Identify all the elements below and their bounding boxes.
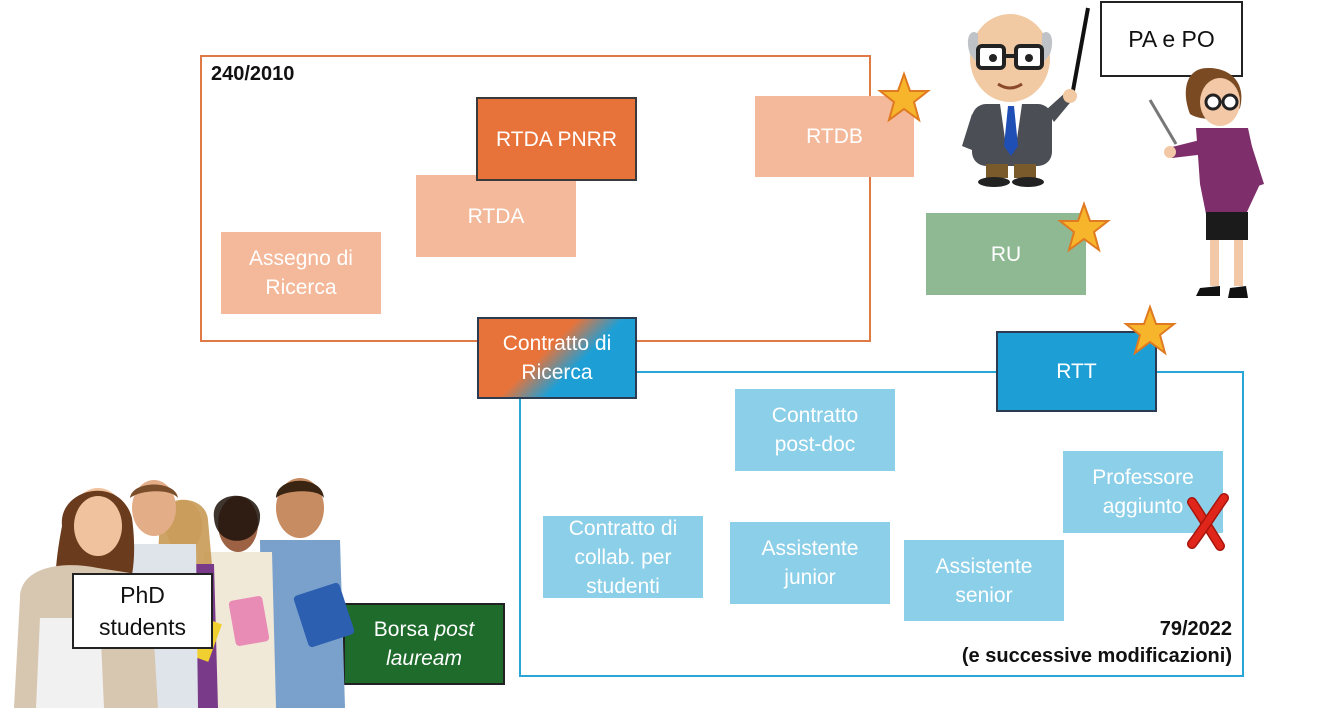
borsa-prefix: Borsa (373, 618, 435, 641)
contratto-ricerca-box: Contratto di Ricerca (477, 317, 637, 399)
male-professor-illustration (962, 7, 1090, 187)
assistente-senior-box: Assistente senior (904, 540, 1064, 621)
assegno-line1: Assegno di (249, 247, 353, 270)
rtda-pnrr-label: RTDA PNRR (496, 127, 617, 151)
law-79-note: (e successive modificazioni) (961, 645, 1232, 667)
rtdb-label: RTDB (806, 125, 863, 148)
postdoc-line1: Contratto (771, 404, 859, 427)
borsa-italic2: lauream (386, 647, 462, 670)
senior-line2: senior (955, 583, 1013, 607)
junior-line1: Assistente (761, 537, 859, 560)
prof-aggiunto-line2: aggiunto (1102, 495, 1184, 518)
collab-line3: studenti (586, 574, 660, 598)
contratto-postdoc-box: Contratto post-doc (735, 389, 895, 471)
phd-students-callout: PhD students (72, 573, 213, 649)
borsa-post-lauream-box: Borsa post lauream (343, 603, 505, 685)
ru-label: RU (990, 242, 1022, 266)
assegno-line2: Ricerca (265, 276, 337, 299)
pa-po-callout: PA e PO (1100, 1, 1243, 77)
rtda-box: RTDA (416, 175, 576, 257)
collab-line1: Contratto di (568, 516, 678, 540)
pa-po-label: PA e PO (1128, 26, 1215, 52)
cross-icon (1187, 493, 1229, 551)
borsa-line1: Borsa post (374, 615, 474, 644)
contratto-ricerca-line2: Ricerca (521, 361, 593, 384)
law-79-frame (519, 371, 1244, 677)
rtdb-box: RTDB (755, 96, 914, 177)
assistente-junior-box: Assistente junior (730, 522, 890, 604)
female-professor-illustration (1148, 68, 1264, 298)
prof-aggiunto-line1: Professore (1092, 466, 1194, 489)
law-240-label: 240/2010 (211, 63, 295, 85)
phd-line1: PhD (120, 582, 165, 608)
star-icon-ru (1057, 200, 1111, 253)
contratto-collab-box: Contratto di collab. per studenti (543, 516, 703, 598)
law-79-number: 79/2022 (1159, 618, 1232, 640)
ru-box: RU (926, 213, 1086, 295)
rtt-box: RTT (996, 331, 1157, 412)
junior-line2: junior (784, 566, 836, 589)
rtt-label: RTT (1056, 360, 1097, 383)
law-79-label: 79/2022 (e successive modificazioni) (962, 616, 1232, 670)
collab-line2: collab. per (574, 545, 672, 569)
rtda-label: RTDA (467, 204, 525, 228)
senior-line1: Assistente (935, 554, 1033, 578)
borsa-italic1: post (434, 618, 475, 641)
postdoc-line2: post-doc (774, 433, 856, 456)
star-icon-rtdb (877, 70, 931, 123)
rtda-pnrr-box: RTDA PNRR (476, 97, 637, 181)
contratto-ricerca-line1: Contratto di (502, 332, 612, 355)
assegno-ricerca-box: Assegno di Ricerca (221, 232, 381, 314)
phd-line2: students (99, 614, 186, 640)
professore-aggiunto-box: Professore aggiunto (1063, 451, 1223, 533)
star-icon-rtt (1123, 303, 1177, 356)
